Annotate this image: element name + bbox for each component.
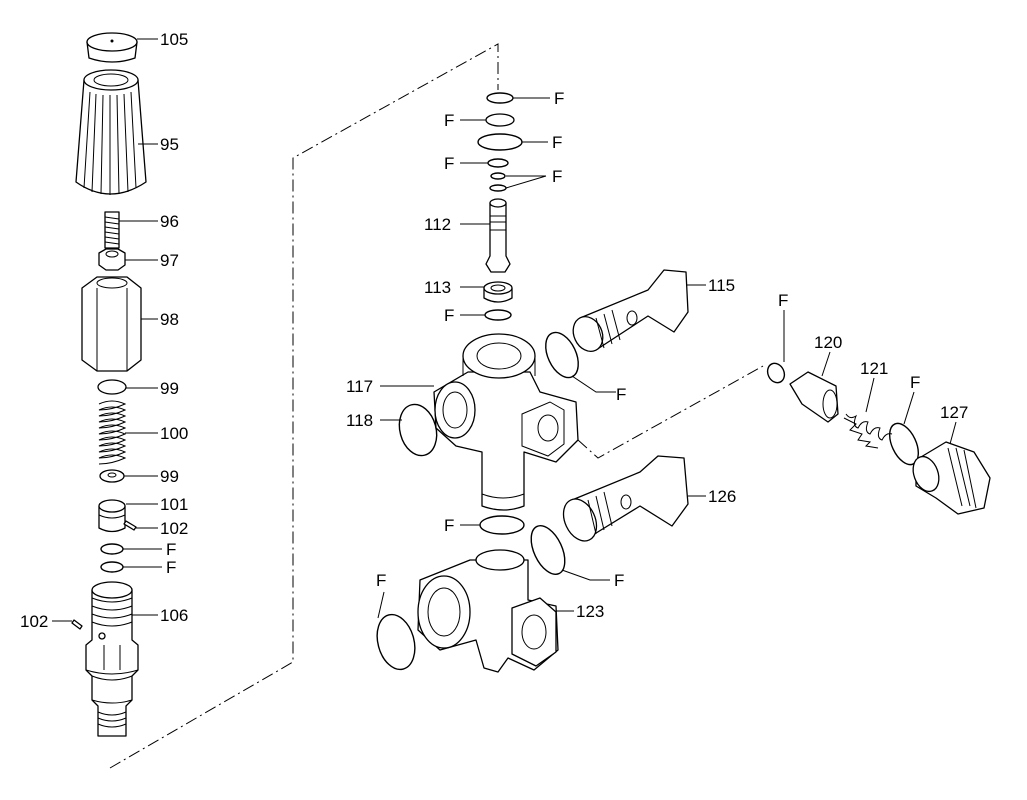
callout-98: 98 <box>160 310 179 329</box>
callout-115: 115 <box>708 276 735 295</box>
part-f-oring-5b <box>489 184 507 192</box>
callout-100: 100 <box>160 424 188 443</box>
part-f-ring-126 <box>530 525 566 575</box>
callout-99-lower: 99 <box>160 467 179 486</box>
part-97-nut <box>98 248 126 271</box>
part-123-lower-body <box>417 549 559 673</box>
callout-120: 120 <box>814 333 842 352</box>
part-f-ring-115 <box>545 331 579 379</box>
part-115-banjo-bolt <box>572 269 689 353</box>
part-98-hex-sleeve <box>81 276 142 372</box>
callout-f-6: F <box>444 306 454 325</box>
callout-f-11: F <box>614 571 624 590</box>
callout-123: 123 <box>576 602 604 621</box>
part-127-fitting <box>912 441 991 515</box>
callout-f-left-a: F <box>166 540 176 559</box>
callout-f-7: F <box>616 385 626 404</box>
part-f-washer-2 <box>485 113 515 127</box>
part-101-piston <box>98 499 126 533</box>
callout-f-9: F <box>910 373 920 392</box>
callout-102-lower: 102 <box>20 612 48 631</box>
part-120-nozzle <box>789 371 839 423</box>
callout-f-3: F <box>552 133 562 152</box>
callout-101: 101 <box>160 495 188 514</box>
callout-106: 106 <box>160 606 188 625</box>
right-leader-lines <box>377 97 957 619</box>
callout-112: 112 <box>424 215 451 234</box>
callout-f-1: F <box>554 89 564 108</box>
left-leader-lines <box>52 38 162 622</box>
part-f-oring-6 <box>484 309 512 321</box>
callout-96: 96 <box>160 212 179 231</box>
callout-126: 126 <box>708 487 736 506</box>
callout-118: 118 <box>346 411 373 430</box>
part-113-seat <box>483 281 513 303</box>
callout-102-upper: 102 <box>160 519 188 538</box>
part-102-pin-upper <box>123 520 137 531</box>
part-100-spring <box>98 400 127 465</box>
callout-127: 127 <box>940 403 968 422</box>
callout-95: 95 <box>160 135 179 154</box>
part-102-pin-lower <box>71 619 83 630</box>
part-f-oring-b <box>100 561 124 573</box>
callout-99-upper: 99 <box>160 379 179 398</box>
part-f-oring-4 <box>487 158 509 168</box>
assembly-dashed-lines <box>109 43 764 769</box>
callout-f-5: F <box>552 167 562 186</box>
part-121-spring <box>843 413 893 449</box>
part-f-washer-7 <box>479 515 525 535</box>
part-f-oring-5a <box>490 172 506 180</box>
part-f-oring-a <box>100 543 124 555</box>
part-106-valve-body <box>85 581 139 737</box>
callout-labels: 105 95 96 97 98 99 100 99 101 102 F F 10… <box>20 30 968 631</box>
part-f-oring-1 <box>486 92 514 104</box>
part-f-oring-3 <box>477 133 523 151</box>
callout-f-12: F <box>376 571 386 590</box>
part-117-main-body <box>433 333 579 511</box>
callout-121: 121 <box>860 359 888 378</box>
part-95-knob <box>75 69 147 195</box>
part-105-cap <box>86 32 138 63</box>
callout-f-left-b: F <box>166 558 176 577</box>
callout-f-4: F <box>444 154 454 173</box>
part-99-washer-bottom <box>99 469 125 483</box>
callout-f-8: F <box>778 291 788 310</box>
callout-f-10: F <box>444 516 454 535</box>
part-126-banjo-bolt <box>562 455 689 542</box>
part-99-washer-top <box>97 379 127 395</box>
callout-105: 105 <box>160 30 188 49</box>
part-f-oring-8 <box>766 362 786 384</box>
part-112-stem <box>485 198 511 273</box>
callout-97: 97 <box>160 251 179 270</box>
callout-113: 113 <box>424 278 451 297</box>
callout-117: 117 <box>346 377 373 396</box>
part-f-ring-123 <box>376 613 416 671</box>
callout-f-2: F <box>444 111 454 130</box>
part-f-ring-118 <box>398 403 438 457</box>
part-96-stud <box>104 211 120 249</box>
